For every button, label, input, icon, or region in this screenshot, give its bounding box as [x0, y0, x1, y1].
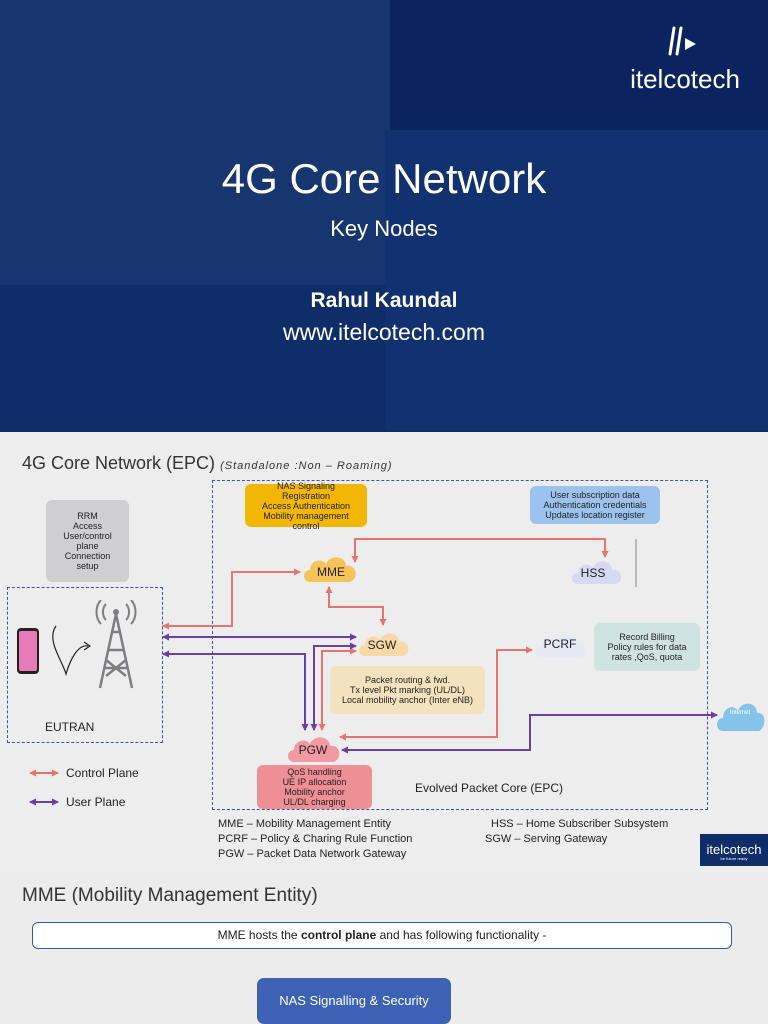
abbr-hss: HSS – Home Subscriber Subsystem — [491, 818, 669, 830]
hss-cloud-icon — [572, 561, 622, 584]
slide-title: 4G Core Network — [221, 155, 547, 202]
pgw-cloud-icon — [288, 737, 340, 762]
control-line-mme-hss — [351, 538, 609, 563]
badge-brand: itelcotech — [706, 842, 762, 857]
epc-diagram-slide: 4G Core Network (EPC) (Standalone :Non –… — [0, 432, 768, 872]
nas-signalling-security-button[interactable]: NAS Signalling & Security — [257, 978, 451, 1024]
diagram-title: 4G Core Network (EPC) (Standalone :Non –… — [22, 453, 393, 473]
smartphone-icon — [17, 628, 39, 674]
cell-tower-icon — [95, 600, 137, 689]
website-link[interactable]: www.itelcotech.com — [283, 319, 485, 345]
author-name: Rahul Kaundal — [310, 289, 458, 312]
itelcotech-logo-icon — [668, 26, 696, 56]
mme-node-label: MME — [317, 565, 345, 579]
diagram-title-note: (Standalone :Non – Roaming) — [220, 460, 393, 472]
mme-slide-title: MME (Mobility Management Entity) — [22, 885, 318, 906]
sgw-note: Packet routing & fwd.Tx level Pkt markin… — [330, 666, 485, 714]
brand-name: itelcotech — [630, 64, 740, 94]
user-line-enb-pgw — [162, 650, 309, 731]
internet-cloud-icon — [717, 703, 765, 731]
epc-boundary — [212, 480, 708, 810]
abbr-mme: MME – Mobility Management Entity — [218, 818, 392, 830]
pgw-node-label: PGW — [298, 743, 328, 757]
background-panel — [385, 130, 768, 430]
sgw-node-label: SGW — [367, 638, 397, 652]
mme-slide: MME (Mobility Management Entity) MME hos… — [0, 872, 768, 1024]
title-slide: itelcotech 4G Core Network Key Nodes Rah… — [0, 0, 768, 432]
user-line-pgw-internet — [341, 711, 718, 754]
sgw-cloud-icon — [359, 633, 409, 656]
abbr-sgw: SGW – Serving Gateway — [485, 833, 608, 845]
user-line-sgw-pgw — [310, 642, 357, 731]
control-line-mme-sgw — [325, 586, 387, 626]
legend-arrows — [29, 769, 59, 806]
slide-subtitle: Key Nodes — [330, 216, 438, 241]
abbr-pgw: PGW – Packet Data Network Gateway — [218, 848, 407, 860]
legend-control-plane: Control Plane — [66, 766, 139, 780]
connector-lines — [162, 538, 718, 754]
control-line-enb-mme — [162, 568, 301, 630]
pcrf-node-label: PCRF — [543, 637, 577, 651]
mme-cloud-icon — [304, 557, 356, 582]
badge-tagline: be future ready — [720, 856, 748, 861]
itelcotech-badge: itelcotech be future ready — [700, 834, 768, 866]
legend-user-plane: User Plane — [66, 795, 126, 809]
hss-node-label: HSS — [580, 566, 606, 580]
radio-link-icon — [52, 625, 92, 677]
eutran-label: EUTRAN — [45, 720, 95, 734]
epc-label: Evolved Packet Core (EPC) — [415, 781, 564, 795]
internet-node-label: Internet — [729, 710, 751, 716]
background-panel — [0, 0, 390, 285]
abbr-pcrf: PCRF – Policy & Charing Rule Function — [218, 833, 413, 845]
pcrf-cloud-icon — [536, 634, 586, 657]
background-panel — [390, 0, 768, 130]
mme-description-banner: MME hosts the control plane and has foll… — [32, 922, 732, 949]
